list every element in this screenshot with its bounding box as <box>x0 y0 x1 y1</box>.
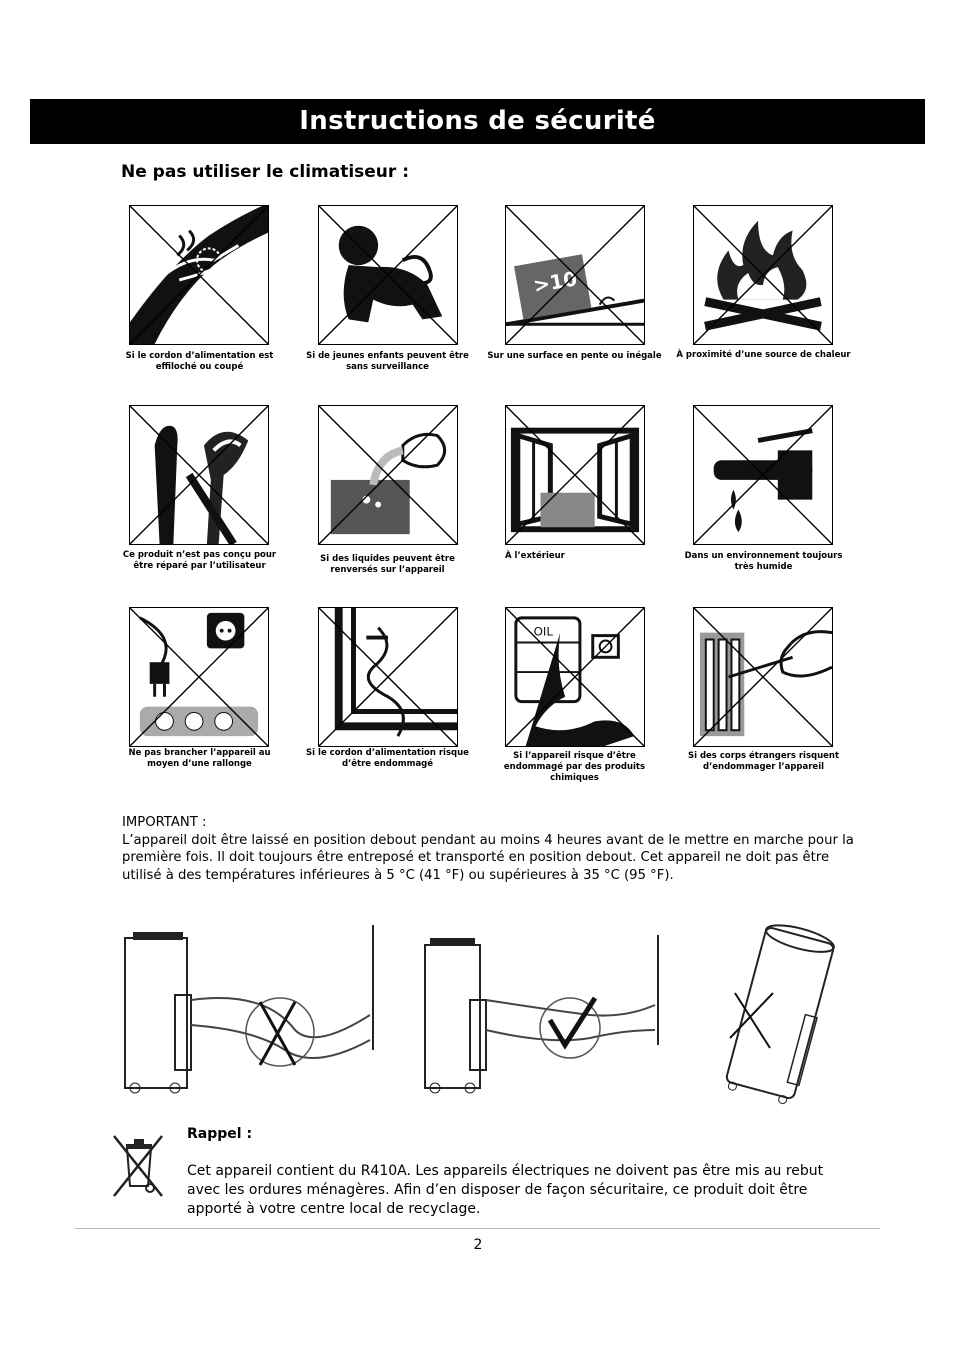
crossed-bin-icon <box>113 1135 163 1197</box>
page-title: Instructions de sécurité <box>30 99 925 144</box>
warning-caption: À l’extérieur <box>505 551 565 561</box>
section-subtitle: Ne pas utiliser le climatiseur : <box>121 162 410 182</box>
faucet-icon <box>693 405 833 545</box>
tools-icon <box>129 405 269 545</box>
important-text: L’appareil doit être laissé en position … <box>122 832 854 883</box>
warning-caption: À proximité d’une source de chaleur <box>676 350 851 360</box>
important-notice: IMPORTANT : L’appareil doit être laissé … <box>122 814 862 884</box>
child-icon <box>318 205 458 345</box>
foreign-object-icon <box>693 607 833 747</box>
warning-caption: Dans un environnement toujours très humi… <box>684 551 843 572</box>
frayed-cord-icon <box>129 205 269 345</box>
footer-divider <box>75 1228 880 1229</box>
pinched-cord-icon <box>318 607 458 747</box>
warning-caption: Si le cordon d’alimentation risque d’êtr… <box>306 748 469 769</box>
warning-caption: Si l’appareil risque d’être endommagé pa… <box>503 751 646 783</box>
oil-barrel-icon: OIL <box>505 607 645 747</box>
hose-correct-icon <box>424 935 659 1094</box>
warning-caption: Si des liquides peuvent être renversés s… <box>320 554 455 575</box>
slope-surface-icon: >10 <box>505 205 645 345</box>
liquid-spill-icon <box>318 405 458 545</box>
oil-label: OIL <box>534 625 554 639</box>
warning-caption: Sur une surface en pente ou inégale <box>487 351 662 361</box>
warning-caption: Si de jeunes enfants peuvent être sans s… <box>306 351 469 372</box>
open-window-icon <box>505 405 645 545</box>
rappel-title: Rappel : <box>187 1126 253 1142</box>
hose-kinked-icon <box>124 925 374 1094</box>
unit-tilted-icon <box>725 924 835 1105</box>
warning-caption: Ce produit n’est pas conçu pour être rép… <box>122 550 277 571</box>
warning-caption: Ne pas brancher l’appareil au moyen d’un… <box>128 748 271 769</box>
important-title: IMPORTANT : <box>122 815 207 830</box>
warning-caption: Si le cordon d’alimentation est effiloch… <box>125 351 274 372</box>
page-number: 2 <box>473 1237 483 1253</box>
rappel-text: Cet appareil contient du R410A. Les appa… <box>187 1163 824 1217</box>
warning-caption: Si des corps étrangers risquent d’endomm… <box>687 751 840 772</box>
fire-icon <box>693 205 833 345</box>
extension-cord-icon <box>129 607 269 747</box>
